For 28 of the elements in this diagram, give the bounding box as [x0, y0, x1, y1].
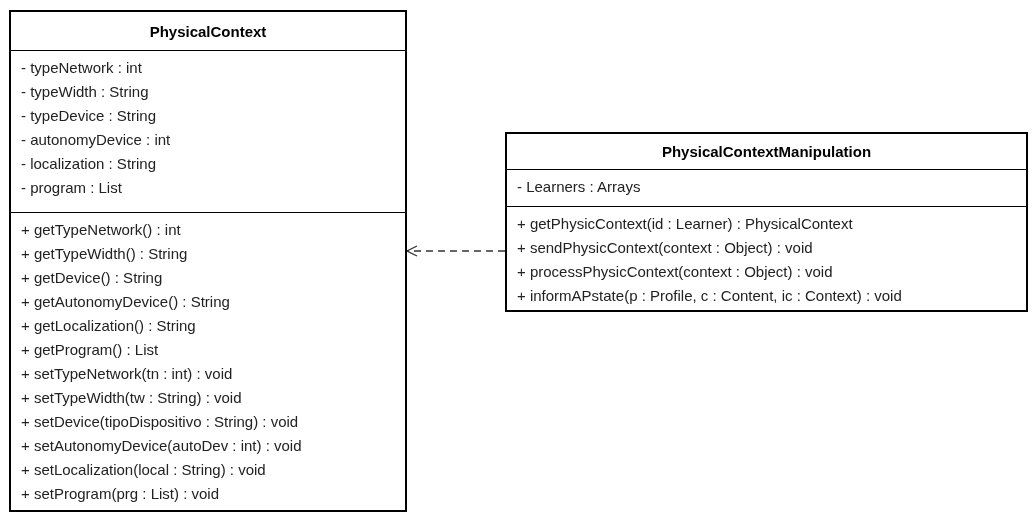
class-member: + setTypeNetwork(tn : int) : void	[21, 364, 233, 384]
class-member: + setDevice(tipoDispositivo : String) : void	[21, 412, 299, 432]
class-member: - autonomyDevice : int	[21, 130, 171, 150]
class-member: - localization : String	[21, 154, 157, 174]
class-member: - Learners : Arrays	[517, 177, 641, 197]
class-member: + setProgram(prg : List) : void	[21, 484, 219, 504]
class-member: + getTypeWidth() : String	[21, 244, 188, 264]
class-member: + informAPstate(p : Profile, c : Content, ic : Context) : void	[517, 286, 902, 306]
class-member: + getAutonomyDevice() : String	[21, 292, 230, 312]
class-member: + sendPhysicContext(context : Object) : void	[517, 238, 813, 258]
class-member: + setLocalization(local : String) : void	[21, 460, 266, 480]
class-member: + getDevice() : String	[21, 268, 163, 288]
class-box	[505, 132, 1028, 312]
class-member: - program : List	[21, 178, 122, 198]
class-name: PhysicalContext	[149, 22, 267, 40]
class-member: + getTypeNetwork() : int	[21, 220, 181, 240]
class-member: + getLocalization() : String	[21, 316, 196, 336]
class-box	[9, 10, 407, 512]
dependency-arrow	[406, 245, 506, 257]
class-member: + getProgram() : List	[21, 340, 159, 360]
class-member: + getPhysicContext(id : Learner) : PhysicalContext	[517, 214, 853, 234]
class-member: - typeDevice : String	[21, 106, 157, 126]
class-member: - typeNetwork : int	[21, 58, 142, 78]
class-member: + processPhysicContext(context : Object) : void	[517, 262, 833, 282]
class-member: - typeWidth : String	[21, 82, 149, 102]
class-name: PhysicalContextManipulation	[661, 143, 872, 160]
class-member: + setAutonomyDevice(autoDev : int) : void	[21, 436, 302, 456]
class-member: + setTypeWidth(tw : String) : void	[21, 388, 242, 408]
